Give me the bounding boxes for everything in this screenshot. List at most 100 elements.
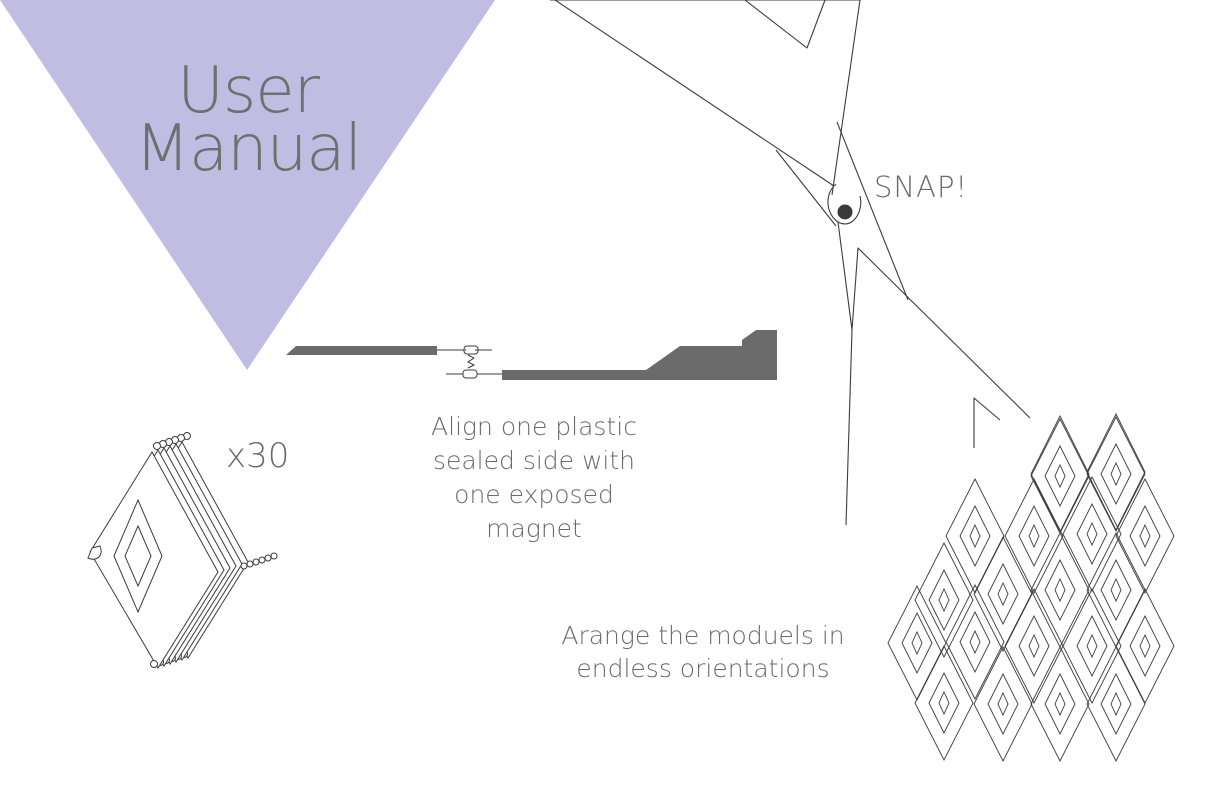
lattice-module-inner	[1100, 442, 1132, 506]
lattice-module-core	[1054, 577, 1066, 603]
lattice-module-inner	[928, 671, 960, 735]
lattice-module-inner	[1076, 614, 1108, 678]
lattice-module-inner	[987, 562, 1019, 626]
lower-module-corner	[973, 397, 1001, 448]
title-line-1: User	[177, 54, 320, 128]
snap-label: SNAP!	[874, 170, 969, 204]
lattice-module-core	[1110, 691, 1122, 717]
hinge-line-right	[836, 121, 909, 301]
lattice-module-inner	[901, 611, 933, 675]
lattice-module-inner	[1018, 504, 1050, 568]
module-magnet-right	[270, 552, 278, 560]
module-magnet-top	[153, 442, 161, 450]
lattice-module-inner	[1100, 672, 1132, 736]
lattice-module-outline	[973, 646, 1033, 762]
arrange-caption-line-2: endless orientations	[576, 654, 830, 683]
lattice-module-outline	[1004, 588, 1064, 704]
lattice-module-outline	[1030, 418, 1090, 534]
lattice-module-core	[1086, 633, 1098, 659]
lattice-module-inner	[1076, 502, 1108, 566]
lattice-module	[914, 542, 974, 658]
upper-module-outer-edge	[554, 0, 835, 187]
lattice-module-core	[911, 630, 923, 656]
lattice-module-inner	[1100, 558, 1132, 622]
module-magnet-bottom	[150, 660, 158, 668]
page-title: User Manual	[128, 54, 368, 186]
lattice-module-core	[969, 629, 981, 655]
lattice-module-outline	[945, 584, 1005, 700]
alignment-sideview	[286, 330, 777, 380]
lattice-module-outline	[1086, 646, 1146, 762]
lattice-module-core	[1110, 577, 1122, 603]
left-strip	[286, 346, 437, 355]
lattice-module-core	[1139, 523, 1151, 549]
lattice-module-core	[1054, 691, 1066, 717]
lattice-module-core	[997, 691, 1009, 717]
front-module-tab	[87, 545, 102, 560]
module-magnet-right	[240, 562, 248, 570]
hinge-line-left	[775, 149, 837, 227]
module-magnet-right	[252, 558, 260, 566]
lattice-module-inner	[1129, 614, 1161, 678]
lattice-module	[1115, 588, 1175, 704]
align-caption-line-3: one exposed	[454, 480, 614, 509]
lattice-module	[1062, 588, 1122, 704]
lattice-module-core	[1110, 461, 1122, 487]
lattice-module-outline	[1115, 478, 1175, 594]
lattice-module	[973, 646, 1033, 762]
lattice-module-inner	[959, 504, 991, 568]
lattice-module-core	[1028, 523, 1040, 549]
module-magnet-right	[264, 554, 272, 562]
lattice-module	[1086, 416, 1146, 532]
right-strip	[502, 330, 777, 380]
align-caption: Align one plastic sealed side with one e…	[400, 410, 668, 546]
lattice-module-outline	[1086, 532, 1146, 648]
module-plate	[89, 451, 219, 669]
lattice-module-outline	[914, 542, 974, 658]
module-stack	[87, 432, 278, 669]
lattice-module-inner	[1018, 614, 1050, 678]
lattice-module-core	[1028, 633, 1040, 659]
front-module-detail	[87, 498, 163, 614]
module-magnet-right	[258, 556, 266, 564]
lattice-module-inner	[959, 610, 991, 674]
lattice-module-outline	[1030, 646, 1090, 762]
lattice-module-outline	[1062, 476, 1122, 592]
align-caption-line-4: magnet	[486, 514, 582, 543]
lattice-module	[1030, 646, 1090, 762]
lattice-module	[1086, 646, 1146, 762]
arrange-caption: Arange the moduels in endless orientatio…	[540, 619, 866, 685]
lattice-module	[914, 645, 974, 761]
lattice-module-outline	[914, 645, 974, 761]
lattice-module-inner	[987, 672, 1019, 736]
lattice-module-outline	[1004, 478, 1064, 594]
align-caption-line-1: Align one plastic	[431, 412, 637, 441]
lattice-module	[1062, 476, 1122, 592]
lower-module-edge-b	[845, 329, 853, 526]
lattice-module	[1030, 532, 1090, 648]
lattice-module-outline	[1030, 532, 1090, 648]
lattice-module-core	[1139, 633, 1151, 659]
front-module-inner-diamond	[113, 498, 163, 614]
lattice-module	[1086, 532, 1146, 648]
snap-magnet-dot	[837, 204, 853, 220]
title-triangle	[0, 0, 495, 370]
lattice-module	[945, 478, 1005, 594]
title-line-2: Manual	[134, 112, 363, 186]
arrange-caption-line-1: Arange the moduels in	[561, 621, 845, 650]
lattice-module	[945, 584, 1005, 700]
lattice-module-outline	[945, 478, 1005, 594]
magnet-spring-icon	[437, 345, 502, 379]
lattice-module-core	[938, 587, 950, 613]
lattice-module-core	[997, 581, 1009, 607]
lattice-cap-outline	[1030, 414, 1090, 534]
lattice-module	[1115, 478, 1175, 594]
upper-module-outline	[550, 0, 861, 196]
lattice-module-inner	[928, 568, 960, 632]
module-count-label: x30	[226, 436, 290, 476]
lattice-module-core	[1086, 521, 1098, 547]
lattice-module-core	[969, 523, 981, 549]
lattice-module	[1004, 588, 1064, 704]
front-module-core-diamond	[124, 524, 152, 588]
lattice-module-outline	[1062, 588, 1122, 704]
